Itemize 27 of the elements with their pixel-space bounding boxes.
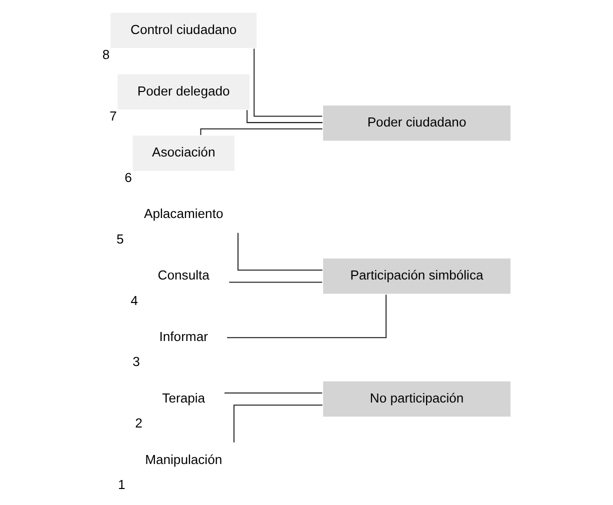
connector — [254, 48, 322, 117]
node-label: 5 — [116, 231, 124, 246]
node-text: Manipulación — [145, 452, 222, 467]
node-label: 1 — [118, 477, 126, 492]
node-label: 3 — [132, 354, 140, 370]
node-label: 7 — [109, 108, 117, 124]
connector — [246, 110, 322, 124]
connector — [233, 404, 322, 442]
node-box: Poder ciudadano — [322, 104, 512, 142]
node-box: No participación — [322, 380, 512, 418]
node-box: Asociación — [132, 134, 236, 172]
node-box: Poder delegado — [116, 73, 251, 110]
node-label: 4 — [130, 292, 138, 308]
node-label: 8 — [102, 47, 110, 62]
node-label: 6 — [124, 170, 132, 185]
connector — [238, 232, 322, 271]
connector — [200, 128, 322, 136]
node-label: 2 — [135, 416, 142, 431]
node-text: Aplacamiento — [144, 206, 224, 222]
node-text: Consulta — [158, 268, 210, 283]
connector — [224, 392, 322, 394]
node-box: Control ciudadano — [110, 12, 258, 50]
node-text: Terapia — [162, 390, 206, 406]
connector — [227, 294, 387, 338]
node-box: Participación simbólica — [322, 258, 512, 295]
connector — [229, 282, 322, 283]
node-text: Informar — [159, 329, 208, 344]
